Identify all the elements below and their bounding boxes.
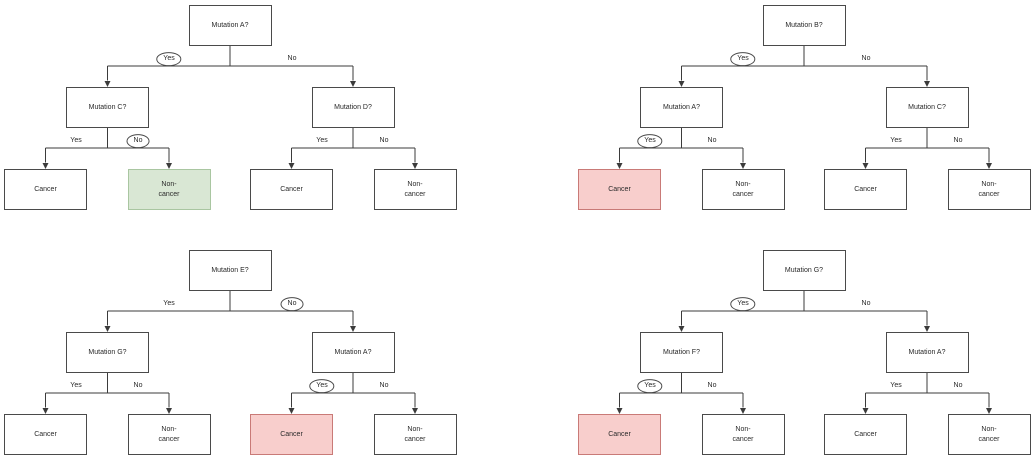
arrowhead-icon: [616, 408, 623, 414]
decision-tree-bottom-left: Mutation E? Mutation G? Mutation A? Cancer N…: [0, 245, 461, 460]
edge-label-no: No: [287, 55, 297, 63]
decision-node-left: Mutation C?: [66, 87, 149, 128]
arrowhead-icon: [986, 163, 992, 169]
connector-lines: [619, 291, 990, 408]
decision-node-right: Mutation A?: [311, 332, 395, 373]
leaf-node: Non- cancer: [127, 169, 211, 210]
tree-connectors: [616, 46, 992, 169]
leaf-node: Cancer: [4, 169, 87, 210]
arrowhead-icon: [350, 81, 356, 87]
arrowhead-icon: [412, 408, 418, 414]
leaf-node: Cancer: [578, 169, 661, 210]
leaf-node: Non- cancer: [701, 169, 785, 210]
decision-node-left: Mutation G?: [66, 332, 149, 373]
decision-tree-bottom-right: Mutation G? Mutation F? Mutation A? Cancer N…: [574, 245, 1035, 460]
decision-tree-top-right: Mutation B? Mutation A? Mutation C? Cancer N…: [574, 0, 1035, 215]
leaf-node: Non- cancer: [947, 414, 1031, 455]
edge-label-no: No: [379, 382, 389, 390]
arrowhead-icon: [678, 81, 685, 87]
edge-label-yes: Yes: [637, 379, 663, 393]
arrowhead-icon: [924, 81, 930, 87]
leaf-node: Cancer: [250, 169, 333, 210]
tree-connectors: [42, 46, 418, 169]
arrowhead-icon: [862, 408, 869, 414]
arrowhead-icon: [678, 326, 685, 332]
decision-node-root: Mutation E?: [188, 250, 272, 291]
leaf-node: Non- cancer: [373, 169, 457, 210]
edge-label-no: No: [953, 382, 963, 390]
decision-node-left: Mutation F?: [640, 332, 723, 373]
decision-tree-top-left: Mutation A? Mutation C? Mutation D? Cancer N…: [0, 0, 461, 215]
arrowhead-icon: [104, 326, 111, 332]
edge-label-no: No: [379, 137, 389, 145]
arrowhead-icon: [616, 163, 623, 169]
leaf-node: Cancer: [578, 414, 661, 455]
edge-label-yes: Yes: [316, 137, 328, 145]
edge-label-no: No: [280, 297, 304, 311]
connector-lines: [45, 46, 416, 163]
arrowhead-icon: [288, 163, 295, 169]
arrowhead-icon: [740, 163, 746, 169]
edge-label-no: No: [133, 382, 143, 390]
decision-node-root: Mutation B?: [762, 5, 846, 46]
edge-label-yes: Yes: [730, 297, 756, 311]
arrowhead-icon: [862, 163, 869, 169]
edge-label-no: No: [861, 55, 871, 63]
leaf-node: Non- cancer: [127, 414, 211, 455]
arrowhead-icon: [166, 163, 172, 169]
arrowhead-icon: [350, 326, 356, 332]
edge-label-no: No: [953, 137, 963, 145]
edge-label-yes: Yes: [890, 137, 902, 145]
edge-label-yes: Yes: [156, 52, 182, 66]
tree-connectors: [616, 291, 992, 414]
edge-label-yes: Yes: [890, 382, 902, 390]
leaf-node: Cancer: [824, 414, 907, 455]
arrowhead-icon: [104, 81, 111, 87]
arrowhead-icon: [42, 408, 49, 414]
edge-label-no: No: [126, 134, 150, 148]
decision-node-right: Mutation D?: [311, 87, 395, 128]
edge-label-no: No: [861, 300, 871, 308]
edge-label-yes: Yes: [70, 382, 82, 390]
edge-label-yes: Yes: [730, 52, 756, 66]
leaf-node: Cancer: [824, 169, 907, 210]
leaf-node: Cancer: [250, 414, 333, 455]
connector-lines: [619, 46, 990, 163]
decision-node-left: Mutation A?: [640, 87, 723, 128]
edge-label-no: No: [707, 137, 717, 145]
connector-lines: [45, 291, 416, 408]
decision-node-root: Mutation A?: [188, 5, 272, 46]
leaf-node: Cancer: [4, 414, 87, 455]
decision-node-right: Mutation A?: [885, 332, 969, 373]
arrowhead-icon: [986, 408, 992, 414]
arrowhead-icon: [412, 163, 418, 169]
edge-label-yes: Yes: [70, 137, 82, 145]
leaf-node: Non- cancer: [373, 414, 457, 455]
decision-node-right: Mutation C?: [885, 87, 969, 128]
edge-label-yes: Yes: [309, 379, 335, 393]
tree-connectors: [42, 291, 418, 414]
arrowhead-icon: [924, 326, 930, 332]
arrowhead-icon: [288, 408, 295, 414]
decision-node-root: Mutation G?: [762, 250, 846, 291]
edge-label-no: No: [707, 382, 717, 390]
edge-label-yes: Yes: [163, 300, 175, 308]
arrowhead-icon: [166, 408, 172, 414]
edge-label-yes: Yes: [637, 134, 663, 148]
arrowhead-icon: [42, 163, 49, 169]
leaf-node: Non- cancer: [701, 414, 785, 455]
arrowhead-icon: [740, 408, 746, 414]
leaf-node: Non- cancer: [947, 169, 1031, 210]
